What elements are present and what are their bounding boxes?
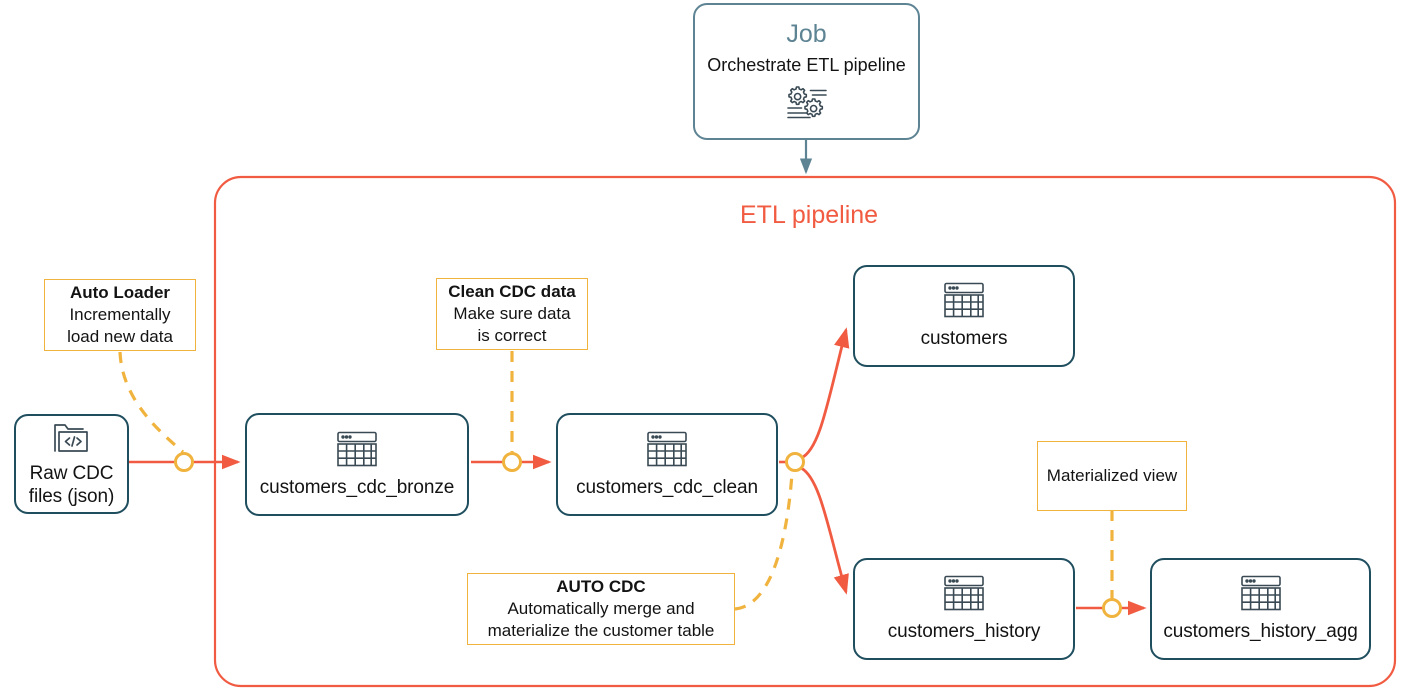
node-label: Raw CDC files (json) [28,463,115,507]
annotation-title: Auto Loader [69,283,171,303]
annotation-body: Materialized view [1046,466,1178,486]
annotation-auto-cdc: AUTO CDC Automatically merge and materia… [467,573,735,645]
node-raw-cdc-files[interactable]: Raw CDC files (json) [14,414,129,514]
junction-materialized-view [1102,598,1122,618]
table-icon [645,430,689,468]
connector-auto-loader [118,351,185,454]
table-icon [335,430,379,468]
annotation-body: Incrementally load new data [67,305,173,346]
node-customers[interactable]: customers [853,265,1075,367]
node-customers-history-agg[interactable]: customers_history_agg [1150,558,1371,660]
annotation-clean-cdc-data: Clean CDC data Make sure data is correct [436,278,588,350]
annotation-title: Clean CDC data [448,282,576,302]
folder-code-icon [52,420,92,454]
node-customers-cdc-clean[interactable]: customers_cdc_clean [556,413,778,516]
annotation-auto-loader: Auto Loader Incrementally load new data [44,279,196,351]
table-icon [1239,574,1283,612]
node-label: customers [920,328,1008,350]
junction-auto-cdc [785,452,805,472]
etl-pipeline-container [213,175,1397,688]
node-label: customers_cdc_bronze [259,476,455,498]
node-label: customers_cdc_clean [576,476,758,498]
node-label: customers_history [887,621,1041,643]
node-label: customers_history_agg [1163,621,1358,643]
job-subtitle: Orchestrate ETL pipeline [707,55,906,75]
annotation-body: Automatically merge and materialize the … [487,599,715,640]
pipeline-title: ETL pipeline [740,201,879,229]
junction-clean-cdc [502,452,522,472]
gears-workflow-icon [784,84,830,120]
node-customers-history[interactable]: customers_history [853,558,1075,660]
job-title: Job [786,20,827,48]
job-box[interactable]: Job Orchestrate ETL pipeline [693,3,920,140]
annotation-title: AUTO CDC [556,577,646,597]
table-icon [942,281,986,319]
edge-fork-to-customers [800,327,850,460]
junction-auto-loader [174,452,194,472]
annotation-body: Make sure data is correct [453,304,571,345]
node-customers-cdc-bronze[interactable]: customers_cdc_bronze [245,413,469,516]
annotation-materialized-view: Materialized view [1037,441,1187,511]
edge-fork-to-customers-history [800,466,849,595]
table-icon [942,574,986,612]
connector-auto-cdc [734,473,794,611]
